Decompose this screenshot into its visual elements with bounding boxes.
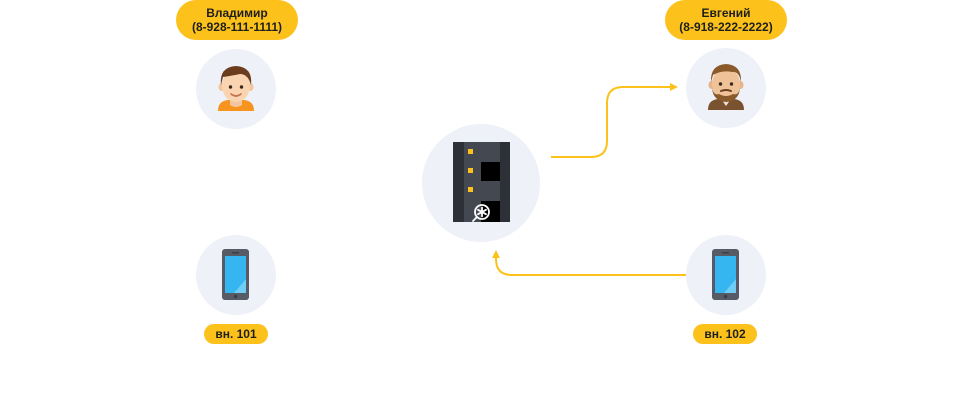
user-name-badge-left: Владимир (8-928-111-1111) <box>176 0 298 40</box>
phone-right <box>686 235 766 315</box>
avatar-left <box>196 49 276 129</box>
arrow-phone-102-to-server <box>492 250 686 276</box>
user-name: Евгений <box>701 6 751 20</box>
smartphone-icon <box>222 249 249 300</box>
bearded-person-avatar-icon <box>708 64 744 110</box>
pbx-server <box>422 124 540 242</box>
pbx-server-icon <box>453 142 510 222</box>
extension-badge-101: вн. 101 <box>204 324 268 344</box>
smartphone-icon <box>712 249 739 300</box>
arrow-server-to-evgeny <box>551 83 678 158</box>
person-avatar-icon <box>218 66 254 111</box>
phone-left <box>196 235 276 315</box>
user-phone: (8-918-222-2222) <box>679 20 773 34</box>
avatar-right <box>686 48 766 128</box>
user-name-badge-right: Евгений (8-918-222-2222) <box>665 0 787 40</box>
extension-badge-102: вн. 102 <box>693 324 757 344</box>
user-name: Владимир <box>206 6 268 20</box>
user-phone: (8-928-111-1111) <box>191 20 283 34</box>
